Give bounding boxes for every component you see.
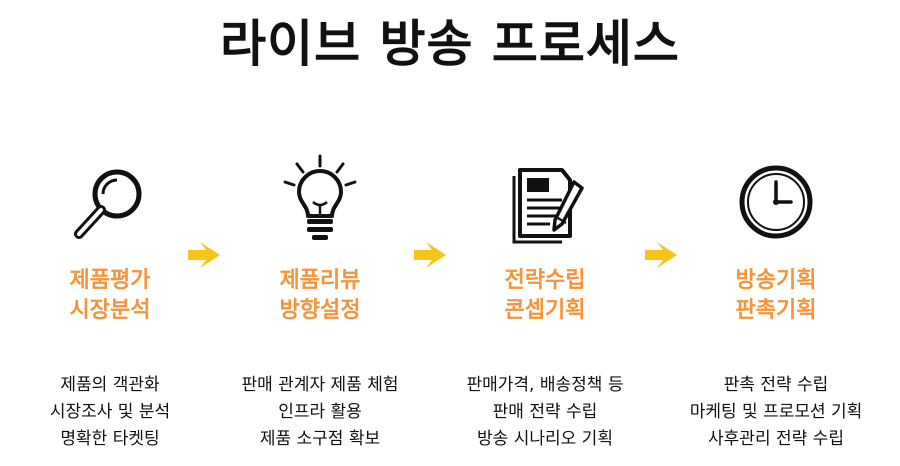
arrow-right-icon (414, 242, 446, 268)
arrow-right-icon (645, 242, 677, 268)
step-description: 제품의 객관화 시장조사 및 분석 명확한 타켓팅 (0, 372, 220, 453)
step-description-line: 판매 관계자 제품 체험 (241, 375, 399, 395)
step-heading: 제품리뷰 방향설정 (210, 266, 430, 326)
step-description: 판매가격, 배송정책 등 판매 전략 수립 방송 시나리오 기획 (435, 372, 655, 453)
process-step-1: 제품평가 시장분석 제품의 객관화 시장조사 및 분석 명확한 타켓팅 (0, 150, 220, 449)
step-heading-line: 콘셉기획 (504, 298, 586, 323)
step-description-line: 시장조사 및 분석 (49, 402, 171, 422)
page-title: 라이브 방송 프로세스 (220, 15, 680, 73)
step-description: 판매 관계자 제품 체험 인프라 활용 제품 소구점 확보 (210, 372, 430, 453)
step-heading: 제품평가 시장분석 (0, 266, 220, 326)
step-heading-line: 전략수립 (504, 268, 586, 293)
step-heading-line: 제품리뷰 (279, 268, 361, 293)
document-pen-icon (512, 168, 584, 244)
step-heading-line: 제품평가 (69, 268, 151, 293)
step-description-line: 판매가격, 배송정책 등 (466, 375, 624, 395)
process-step-4: 방송기획 판촉기획 판촉 전략 수립 마케팅 및 프로모션 기획 사후관리 전략… (666, 150, 886, 449)
step-heading: 전략수립 콘셉기획 (435, 266, 655, 326)
lightbulb-icon (283, 154, 357, 240)
step-heading: 방송기획 판촉기획 (666, 266, 886, 326)
step-heading-line: 방송기획 (735, 268, 817, 293)
clock-icon (739, 165, 813, 239)
process-step-3: 전략수립 콘셉기획 판매가격, 배송정책 등 판매 전략 수립 방송 시나리오 … (435, 150, 655, 449)
process-step-2: 제품리뷰 방향설정 판매 관계자 제품 체험 인프라 활용 제품 소구점 확보 (210, 150, 430, 449)
step-heading-line: 방향설정 (279, 298, 361, 323)
step-description-line: 방송 시나리오 기획 (477, 429, 613, 449)
step-description-line: 제품의 객관화 (60, 375, 160, 395)
step-description-line: 판매 전략 수립 (492, 402, 598, 422)
magnifier-icon (74, 169, 142, 239)
step-description: 판촉 전략 수립 마케팅 및 프로모션 기획 사후관리 전략 수립 (666, 372, 886, 453)
arrow-right-icon (188, 242, 220, 268)
step-description-line: 마케팅 및 프로모션 기획 (689, 402, 863, 422)
step-description-line: 사후관리 전략 수립 (708, 429, 844, 449)
step-description-line: 명확한 타켓팅 (60, 429, 160, 449)
step-description-line: 인프라 활용 (278, 402, 362, 422)
step-description-line: 판촉 전략 수립 (723, 375, 829, 395)
step-description-line: 제품 소구점 확보 (259, 429, 381, 449)
step-heading-line: 판촉기획 (735, 298, 817, 323)
step-heading-line: 시장분석 (69, 298, 151, 323)
